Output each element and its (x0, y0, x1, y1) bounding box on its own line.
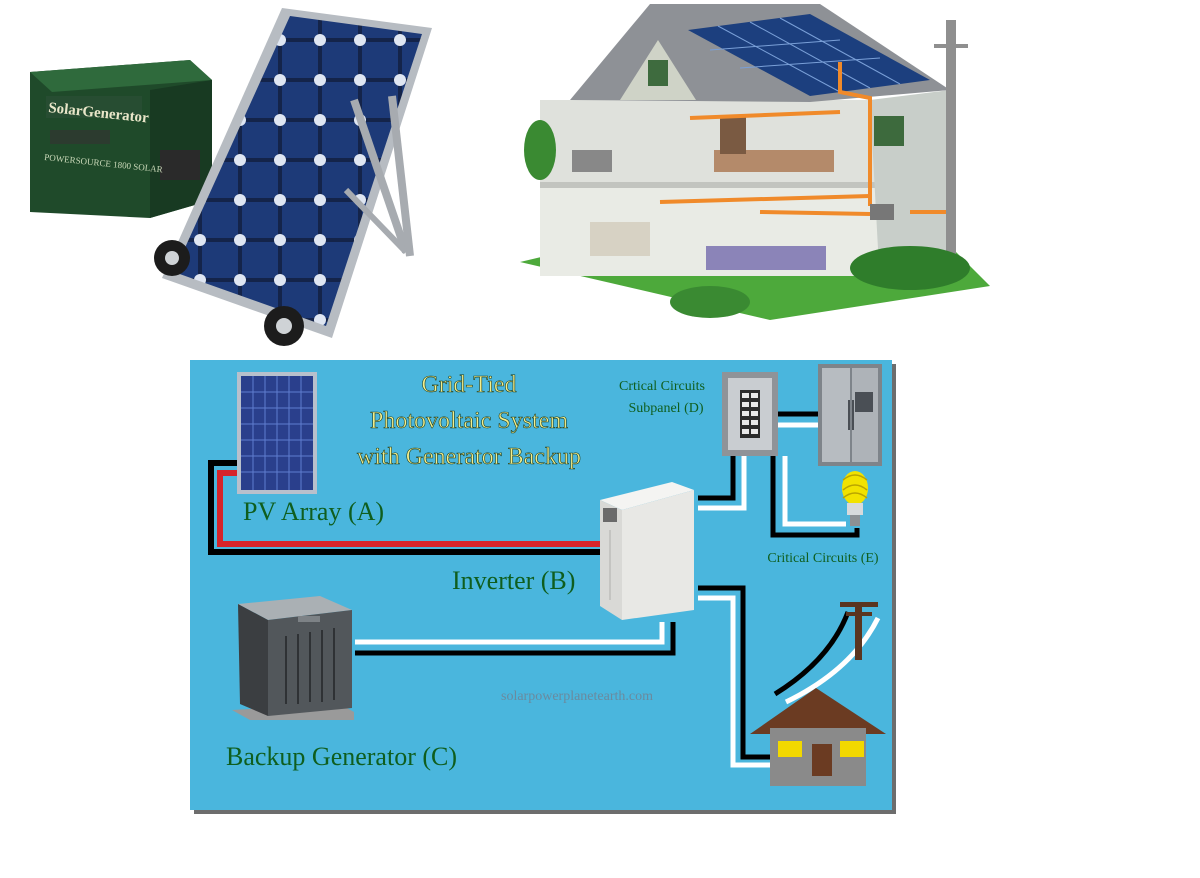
grid-house (750, 688, 886, 786)
refrigerator (818, 364, 882, 466)
label-backup-generator: Backup Generator (C) (226, 742, 457, 771)
backup-generator-unit (232, 596, 354, 720)
cfl-light-bulb (842, 471, 868, 526)
title-line-1: Grid-Tied (421, 372, 516, 398)
diagram-title: Grid-Tied Photovoltaic System with Gener… (357, 372, 582, 471)
pv-dc-negative-wire (208, 460, 602, 555)
utility-line-white (784, 616, 881, 705)
utility-line-black (773, 611, 851, 697)
label-critical-circuits: Critical Circuits (E) (767, 551, 879, 566)
generator-white-wire (355, 622, 665, 645)
portable-solar-generator-illustration: SolarGenerator POWERSOURCE 1800 SOLAR (30, 8, 432, 346)
utility-pole (840, 602, 878, 660)
title-line-3: with Generator Backup (357, 444, 581, 470)
inverter-subpanel-black-wire (698, 456, 736, 501)
grid-white-wire (698, 595, 778, 768)
wiring (208, 411, 881, 768)
label-subpanel-line-2: Subpanel (D) (628, 401, 703, 416)
grid-black-wire (698, 585, 778, 760)
inverter-subpanel-white-wire (698, 456, 747, 511)
subpanel-bulb-black-wire (770, 456, 860, 538)
pv-dc-positive-wire (217, 470, 602, 547)
portable-solar-panel (162, 8, 432, 338)
label-pv-array: PV Array (A) (243, 497, 384, 526)
inverter-cabinet (600, 482, 694, 620)
pv-array-panel (237, 372, 317, 494)
subpanel-box (722, 372, 778, 456)
utility-pole (946, 20, 956, 280)
portable-generator-box: SolarGenerator POWERSOURCE 1800 SOLAR (30, 60, 212, 218)
watermark: solarpowerplanetearth.com (501, 689, 653, 704)
title-line-2: Photovoltaic System (370, 408, 568, 434)
label-subpanel-line-1: Crtical Circuits (619, 379, 705, 394)
generator-black-wire (355, 622, 676, 656)
label-inverter: Inverter (B) (452, 566, 575, 595)
subpanel-bulb-white-wire (782, 456, 846, 527)
cart-wheels (154, 240, 304, 346)
house-cutaway-illustration (520, 4, 990, 320)
